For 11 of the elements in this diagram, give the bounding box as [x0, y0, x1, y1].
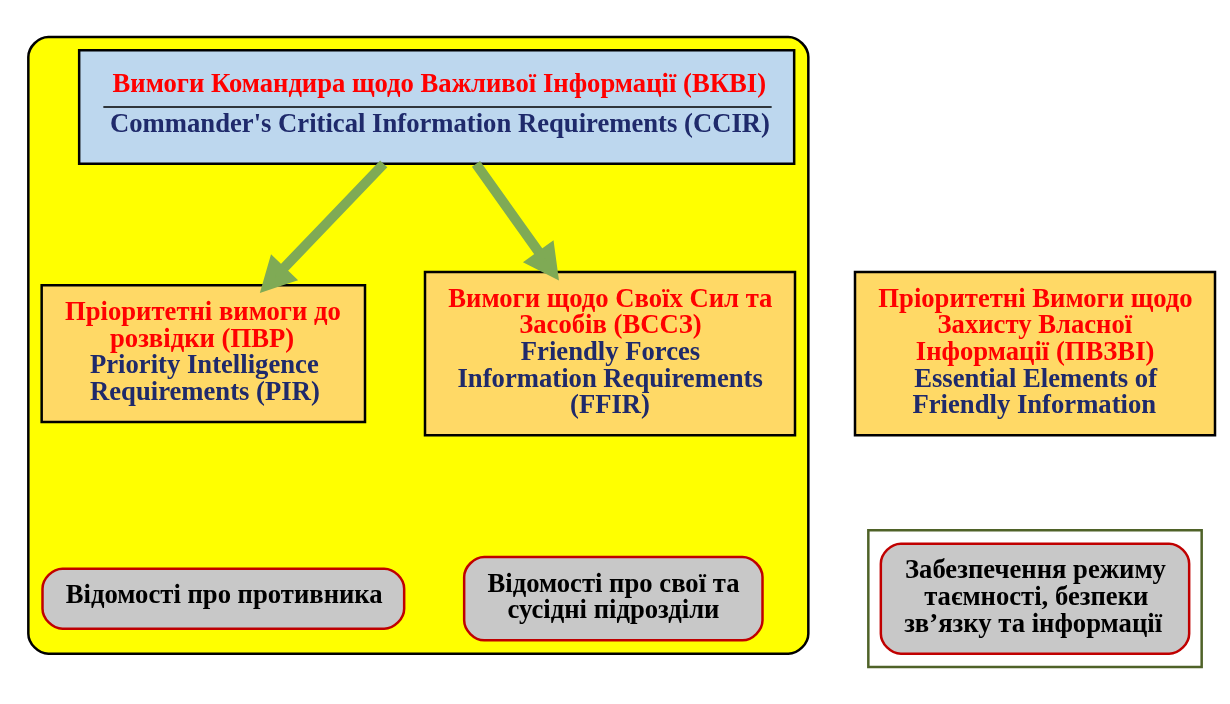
- node-box: Відомості про свої та сусідні підрозділи: [462, 555, 764, 642]
- node-box: Забезпечення режиму таємності, безпеки зв’язку та інформації: [879, 542, 1191, 655]
- cluster: [867, 529, 1203, 669]
- node-box: Відомості про противника: [41, 567, 406, 630]
- arrow: [471, 161, 559, 281]
- node-box: Пріоритетні вимоги до розвідки (ПВР) Priority Intelligence Requirements (PIR): [40, 284, 367, 424]
- node-box: Вимоги щодо Своїх Сил та Засобів (ВССЗ) Friendly Forces Information Requirements (FFIR): [423, 270, 797, 437]
- cluster: [27, 35, 810, 655]
- node-box: Пріоритетні Вимоги щодо Захисту Власної Інформації (ПВЗВІ) Essential Elements of Friendly Information: [853, 270, 1217, 437]
- arrow: [259, 160, 388, 294]
- node-box: Вимоги Командира щодо Важливої Інформації (ВКВІ) Commander's Critical Information Requirements (CCIR): [77, 49, 796, 165]
